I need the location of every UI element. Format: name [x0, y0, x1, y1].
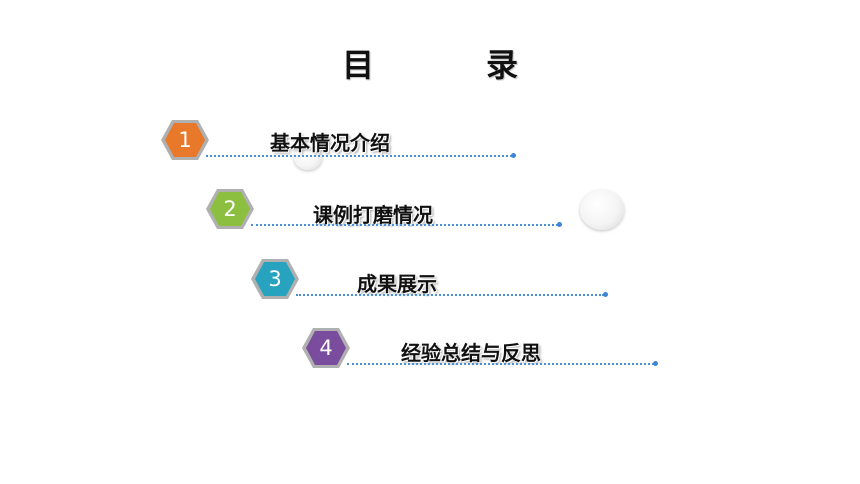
- hexagon-icon: [206, 189, 254, 229]
- dotted-line: [296, 294, 604, 296]
- hexagon-icon: [161, 120, 209, 160]
- dotted-line: [347, 363, 654, 365]
- hexagon-fill: [165, 123, 205, 157]
- dotted-line-endpoint: [511, 153, 516, 158]
- hexagon-fill: [306, 331, 346, 365]
- item-number: 1: [178, 128, 192, 152]
- dotted-line-endpoint: [557, 222, 562, 227]
- hexagon-icon: [251, 259, 299, 299]
- number-hexagon: 1: [160, 118, 210, 162]
- decorative-bubble: [294, 146, 322, 170]
- page-title: 目 录: [341, 46, 558, 84]
- item-number: 2: [223, 197, 237, 221]
- toc-item-label: 经验总结与反思: [401, 341, 541, 365]
- decorative-bubble: [580, 190, 624, 230]
- dotted-line: [206, 155, 512, 157]
- dotted-line-endpoint: [603, 292, 608, 297]
- item-number: 4: [319, 336, 333, 360]
- number-hexagon: 4: [301, 326, 351, 370]
- hexagon-icon: [302, 328, 350, 368]
- toc-item-label: 成果展示: [357, 272, 437, 296]
- item-number: 3: [268, 267, 282, 291]
- number-hexagon: 3: [250, 257, 300, 301]
- dotted-line-endpoint: [653, 361, 658, 366]
- hexagon-fill: [255, 262, 295, 296]
- toc-item-label: 基本情况介绍: [270, 131, 390, 155]
- hexagon-fill: [210, 192, 250, 226]
- toc-item-label: 课例打磨情况: [313, 203, 433, 227]
- dotted-line: [251, 224, 558, 226]
- number-hexagon: 2: [205, 187, 255, 231]
